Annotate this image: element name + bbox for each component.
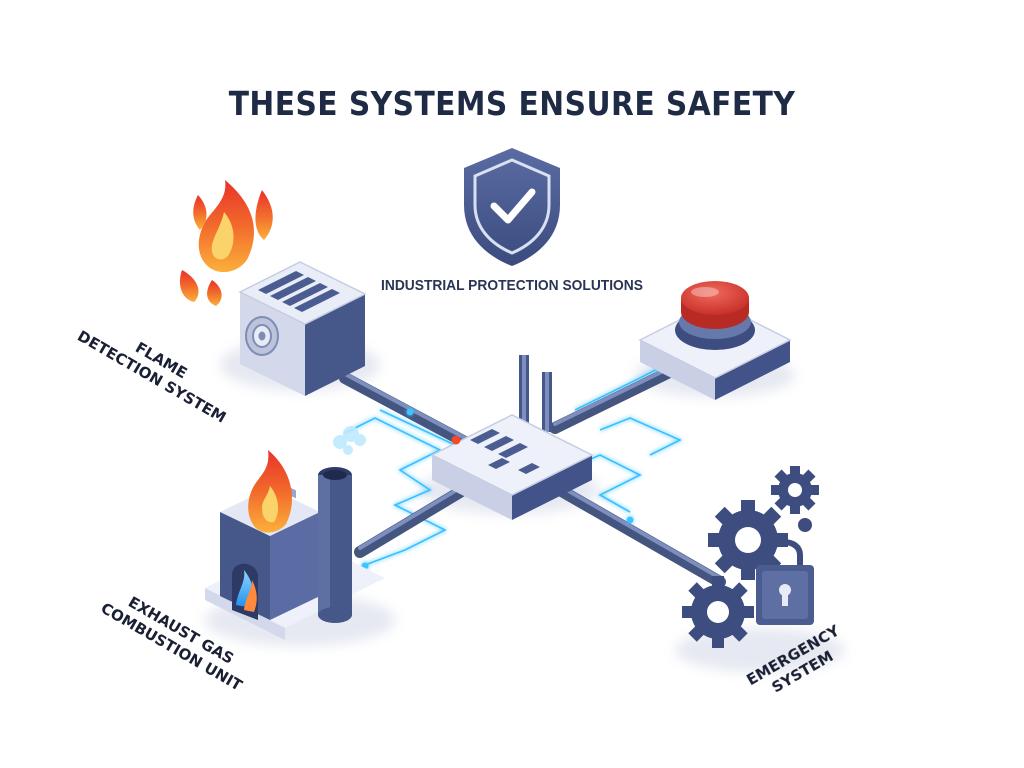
control-panel-buttons — [470, 429, 540, 474]
steam-puff — [333, 426, 366, 455]
sensor-lens — [245, 316, 279, 356]
control-hub — [430, 355, 594, 520]
emergency-stop-button-icon — [638, 281, 792, 400]
page-title: THESE SYSTEMS ENSURE SAFETY — [228, 84, 796, 123]
status-led — [451, 435, 461, 445]
shield-check-icon — [464, 148, 560, 266]
smokestack — [318, 467, 352, 623]
flame-icon — [179, 180, 273, 306]
combustion-unit — [205, 426, 385, 640]
vent-slots — [258, 271, 340, 312]
page-subtitle: INDUSTRIAL PROTECTION SOLUTIONS — [381, 277, 643, 294]
flame-icon — [248, 450, 292, 533]
padlock-icon — [756, 539, 814, 625]
flame-detector-device — [238, 261, 367, 499]
